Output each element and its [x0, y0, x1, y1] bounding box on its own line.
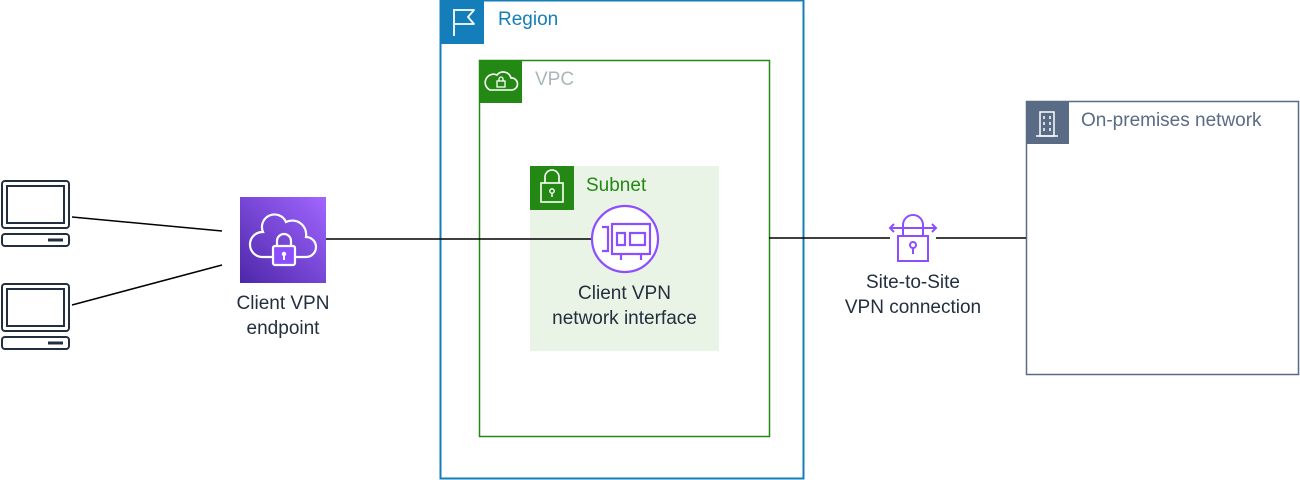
- client-vpn-eni-label-line2: network interface: [552, 308, 697, 329]
- subnet-title: Subnet: [586, 175, 647, 196]
- client-vpn-endpoint-label-line1: Client VPN: [236, 293, 330, 314]
- client-vpn-endpoint-label-line2: endpoint: [246, 318, 320, 339]
- client-vpn-eni-label: Client VPN network interface: [530, 281, 719, 331]
- network-interface-icon: [590, 204, 660, 274]
- region-title: Region: [498, 9, 559, 30]
- vpc-title: VPC: [535, 69, 575, 90]
- client-vpn-eni-label-line1: Client VPN: [578, 283, 671, 304]
- padlock-icon: [530, 166, 574, 210]
- site-to-site-label: Site-to-Site VPN connection: [823, 270, 1003, 320]
- desktop-computer-icon: [1, 180, 70, 247]
- client-vpn-endpoint-label: Client VPN endpoint: [203, 291, 363, 341]
- cloud-lock-icon: [479, 60, 522, 103]
- vpn-connection-icon: [888, 214, 938, 262]
- desktop-computer-icon: [1, 283, 70, 350]
- building-icon: [1026, 101, 1069, 144]
- client2-to-endpoint-line: [71, 264, 223, 306]
- site-to-site-label-line2: VPN connection: [844, 297, 982, 318]
- site-to-site-label-line1: Site-to-Site: [866, 272, 960, 293]
- client1-to-endpoint-line: [71, 216, 223, 232]
- vpc-group-border: [478, 59, 771, 438]
- flag-icon: [440, 0, 484, 44]
- onprem-group-border: [1025, 100, 1300, 376]
- onprem-title: On-premises network: [1081, 110, 1262, 131]
- cloud-padlock-icon: [240, 197, 326, 283]
